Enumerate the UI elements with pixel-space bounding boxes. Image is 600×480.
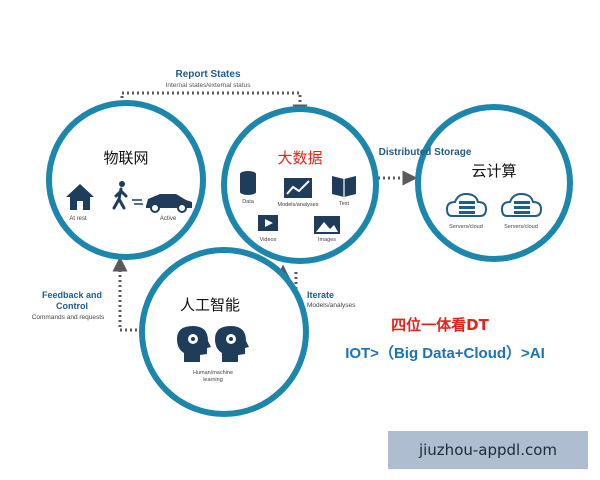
video-icon — [258, 215, 278, 231]
cloud-item-label: Servers/cloud — [504, 224, 538, 230]
report-states-subtitle: Internal states/external status — [166, 82, 252, 89]
bigdata-item-label: Videos — [260, 237, 277, 243]
watermark-banner: jiuzhou-appdl.com — [388, 431, 588, 469]
cloud-title: 云计算 — [471, 162, 516, 180]
bigdata-item-label: Text — [339, 201, 350, 207]
human-head-gears-icon — [215, 326, 249, 362]
bigdata-item-label: Data — [242, 199, 255, 205]
analytics-chart-icon — [284, 178, 312, 198]
house-icon — [66, 184, 94, 210]
server-cloud-icon — [445, 192, 488, 217]
human-head-gears-icon — [177, 326, 211, 362]
iterate-subtitle: Models/analyses — [307, 302, 356, 309]
feedback-title-line2: Control — [56, 301, 88, 311]
walking-person-icon — [112, 181, 128, 210]
car-icon — [132, 194, 192, 213]
iot-title: 物联网 — [103, 149, 148, 167]
ai-title: 人工智能 — [180, 296, 240, 314]
distributed-storage-label: Distributed Storage — [379, 147, 472, 158]
bigdata-item-label: Images — [318, 237, 336, 243]
book-icon — [332, 176, 356, 197]
ai-caption-line2: learning — [203, 377, 223, 383]
iterate-title: Iterate — [307, 290, 334, 300]
bigdata-item-label: Models/analyses — [278, 202, 319, 208]
image-icon — [314, 216, 340, 234]
ai-caption-line1: Human/machine — [193, 370, 233, 376]
feedback-title-line1: Feedback and — [42, 290, 102, 300]
report-states-title: Report States — [175, 69, 240, 80]
iot-circle — [46, 100, 206, 260]
database-icon — [240, 171, 256, 195]
iot-active-label: Active — [160, 216, 177, 222]
slogan-line2: IOT>（Big Data+Cloud）>AI — [345, 344, 545, 362]
slogan-line1: 四位一体看DT — [391, 316, 489, 334]
feedback-subtitle: Commands and requests — [32, 314, 105, 321]
cloud-item-label: Servers/cloud — [449, 224, 483, 230]
server-cloud-icon — [500, 192, 543, 217]
iot-at-rest-label: At rest — [69, 216, 87, 222]
bigdata-title: 大数据 — [277, 149, 322, 167]
cloud-circle — [415, 104, 573, 262]
